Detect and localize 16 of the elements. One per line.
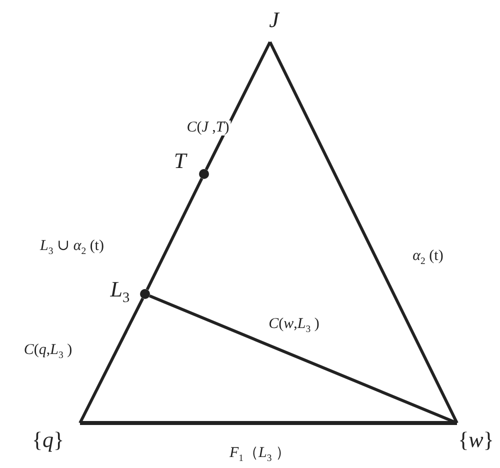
edge-label: α$_{2}$ (t) — [412, 249, 444, 267]
edge-label: L$_{3}$ ∪ α$_{2}$ (t) — [39, 239, 105, 257]
edge-label: C(J ,T) — [186, 120, 230, 136]
triangle-side — [146, 178, 204, 290]
triangle-side — [149, 294, 458, 424]
point-label: L$_{3}$ — [110, 278, 130, 306]
vertex-label: {w} — [458, 429, 494, 451]
edge-label: C(w,L$_{3}$ ) — [268, 317, 320, 335]
triangle-side — [78, 298, 144, 424]
edge-label: C(q,L$_{3}$ ) — [22, 343, 74, 361]
triangle-side — [268, 41, 458, 424]
point-label: T — [174, 150, 186, 172]
vertex-label: {q} — [32, 429, 64, 451]
triangle-side — [204, 41, 272, 170]
triangle-side — [80, 421, 457, 425]
vertex-label: J — [269, 9, 279, 31]
